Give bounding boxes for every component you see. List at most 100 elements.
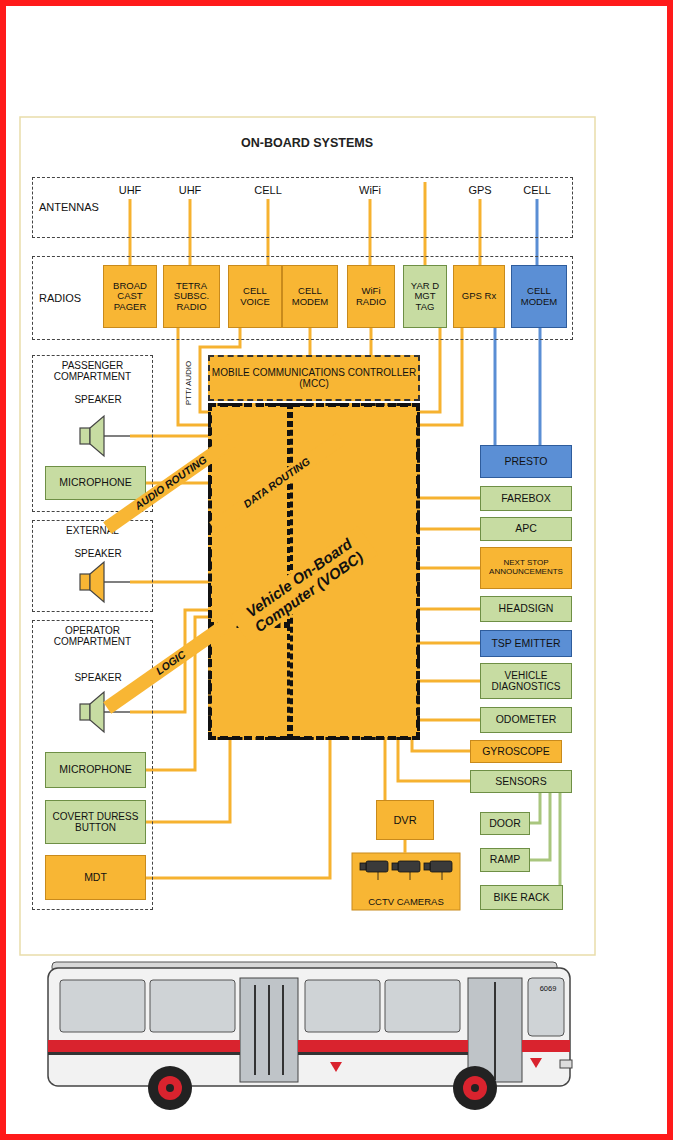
bus-illustration-part <box>560 1060 572 1068</box>
bus-illustration-part <box>240 978 298 1082</box>
device-box: FAREBOX <box>480 486 572 511</box>
bus-illustration-part <box>530 1058 542 1068</box>
fare-system-box: TSP EMITTER <box>480 630 572 657</box>
antenna-lead-part <box>189 199 192 238</box>
node-text: PRESTO <box>505 456 548 468</box>
camera-box: CCTV CAMERAS <box>352 853 460 910</box>
compartment-group: OPERATOR COMPARTMENTSPEAKERMICROPHONECOV… <box>32 620 153 910</box>
node-text: DVR <box>393 814 416 826</box>
system-box: DVR <box>376 800 434 840</box>
system-box: CELL VOICE <box>228 265 282 328</box>
fleet-number: 6069 <box>538 985 559 993</box>
device-box: HEADSIGN <box>480 596 572 622</box>
connector <box>404 840 407 853</box>
connector <box>129 238 132 265</box>
cctv-camera-symbol-part-part <box>424 863 430 870</box>
node-text: HEADSIGN <box>499 603 554 615</box>
controller-box: MOBILE COMMUNICATIONS CONTROLLER (MCC) <box>208 355 420 401</box>
node-text: MICROPHONE <box>59 764 131 776</box>
system-box: TETRA SUBSC. RADIO <box>163 265 220 328</box>
connector <box>398 740 470 781</box>
bus-illustration-part-part <box>494 982 496 1080</box>
bus-illustration-part-part <box>254 985 256 1075</box>
connector <box>130 435 208 438</box>
node-text: CELL MODEM <box>513 286 565 307</box>
connector <box>479 238 482 265</box>
cctv-camera-symbol-part-part <box>392 863 398 870</box>
speaker-node: SPEAKER <box>66 544 130 606</box>
node-text: YAR D MGT TAG <box>405 281 445 312</box>
bus-illustration-part <box>522 1040 570 1052</box>
connector <box>369 238 372 265</box>
connector <box>267 238 270 265</box>
cctv-camera-symbol-part-part <box>430 861 452 872</box>
node-text: SPEAKER <box>74 672 121 683</box>
bus-illustration-part-part <box>60 980 145 1032</box>
group-band: RADIOSBROAD CAST PAGERTETRA SUBSC. RADIO… <box>32 256 573 340</box>
antenna-label: WiFi <box>357 184 383 196</box>
device-box: MICROPHONE <box>45 752 146 788</box>
node-text: COVERT DURESS BUTTON <box>47 811 144 833</box>
bus-illustration <box>48 962 572 1110</box>
node-text: TSP EMITTER <box>491 638 560 650</box>
node-text: MICROPHONE <box>59 477 131 489</box>
node-text: ANTENNAS <box>39 201 99 213</box>
antenna-label: UHF <box>177 184 204 196</box>
bus-illustration-part-part <box>528 978 564 1036</box>
connector <box>189 238 192 265</box>
system-box: NEXT STOP ANNOUNCEMENTS <box>480 547 572 589</box>
device-box: RAMP <box>480 848 530 872</box>
system-box: CELL MODEM <box>282 265 338 328</box>
speaker-symbol-part <box>104 581 130 583</box>
device-box: COVERT DURESS BUTTON <box>45 800 146 844</box>
cctv-camera-symbol-part-part <box>366 861 388 872</box>
connector-label: PTT/ AUDIO <box>185 360 194 406</box>
node-text: RAMP <box>490 854 520 866</box>
connector <box>130 581 208 584</box>
system-box: GPS Rx <box>453 265 505 328</box>
speaker-node: SPEAKER <box>66 390 130 456</box>
connector <box>420 608 480 611</box>
connector <box>420 719 480 722</box>
antenna-lead-part <box>424 182 427 238</box>
diagram-title: ON-BOARD SYSTEMS <box>157 136 457 150</box>
node-text: SENSORS <box>495 776 546 788</box>
speaker-symbol-part <box>80 574 90 590</box>
connector <box>420 497 480 500</box>
bus-illustration-part <box>158 1076 182 1100</box>
bus-illustration-part <box>48 968 570 1086</box>
bus-illustration-part <box>298 1040 468 1052</box>
device-box: SENSORS <box>470 770 572 793</box>
node-text: LOGIC <box>103 613 239 714</box>
bus-illustration-part <box>298 1052 468 1055</box>
device-box: BIKE RACK <box>480 885 563 910</box>
outer-frame <box>3 3 670 1137</box>
node-text: MDT <box>84 872 107 884</box>
node-text: APC <box>515 523 537 535</box>
fare-system-box: PRESTO <box>480 445 572 478</box>
connector <box>384 740 387 800</box>
bus-illustration-part-part <box>385 980 460 1032</box>
compartment-group: EXTERNALSPEAKER <box>32 520 153 612</box>
cctv-camera-symbol-part <box>352 853 460 910</box>
bus-illustration-part <box>148 1066 192 1110</box>
speaker-symbol-part <box>80 428 90 444</box>
system-box: MDT <box>45 855 146 900</box>
bus-illustration-part <box>48 1052 240 1055</box>
node-text: SPEAKER <box>74 394 121 405</box>
device-box: ODOMETER <box>480 707 572 733</box>
node-text: VEHICLE DIAGNOSTICS <box>482 670 570 692</box>
connector <box>539 328 542 445</box>
cctv-camera-symbol-part-part <box>378 872 379 880</box>
node-text: TETRA SUBSC. RADIO <box>165 281 218 312</box>
node-text: CCTV CAMERAS <box>368 897 443 907</box>
connector <box>420 642 480 645</box>
connector <box>530 793 550 860</box>
connector <box>420 567 480 570</box>
node-text: MOBILE COMMUNICATIONS CONTROLLER (MCC) <box>211 367 417 389</box>
node-text: NEXT STOP ANNOUNCEMENTS <box>482 559 570 577</box>
device-box: DOOR <box>480 812 530 835</box>
bus-illustration-part <box>330 1062 342 1072</box>
bus-illustration-part <box>463 1076 487 1100</box>
